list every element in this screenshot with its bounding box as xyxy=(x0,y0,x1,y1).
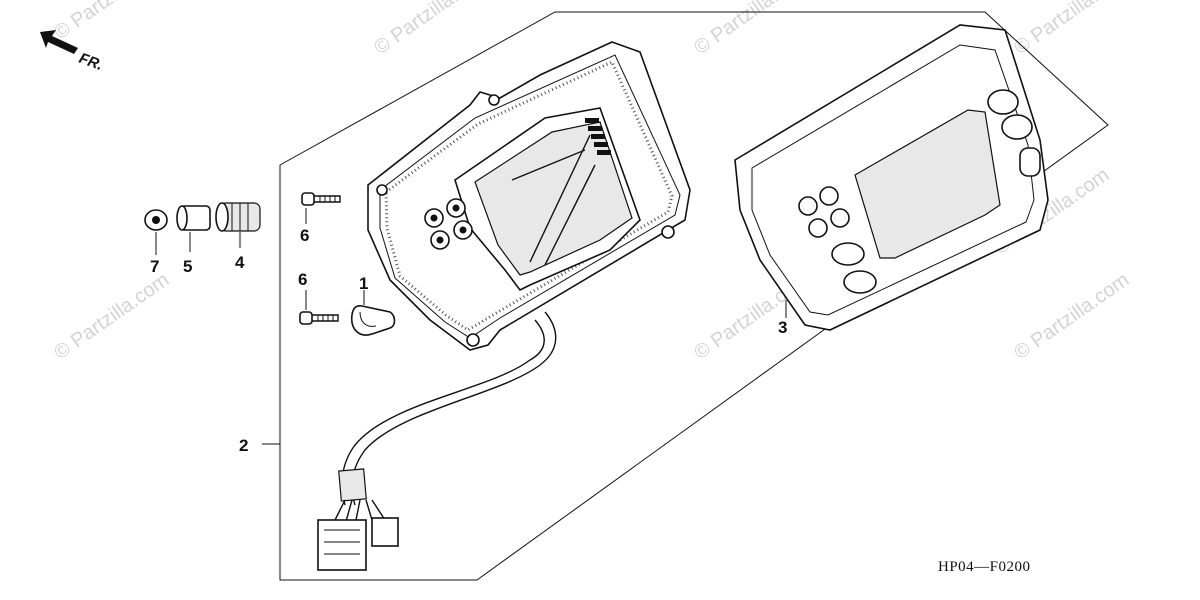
main-connector xyxy=(317,519,367,571)
bar-indicator xyxy=(585,118,611,155)
wire-clamp xyxy=(350,305,396,336)
watermark: © Partzilla.com xyxy=(370,0,493,59)
grommet xyxy=(215,202,261,232)
callout-2: 2 xyxy=(239,436,248,455)
watermark: © Partzilla.com xyxy=(1010,269,1133,364)
callout-7: 7 xyxy=(150,257,159,276)
callout-4: 4 xyxy=(235,253,245,272)
bolt-upper xyxy=(301,192,341,206)
callout-1: 1 xyxy=(359,274,368,293)
drawing-code: HP04—F0200 xyxy=(938,559,1031,575)
watermark: © Partzilla.com xyxy=(50,269,173,364)
assembly-boundary xyxy=(279,11,1109,581)
callout-3: 3 xyxy=(778,318,787,337)
callout-6-lower: 6 xyxy=(298,270,307,289)
watermark: © Partzilla.com xyxy=(1010,0,1133,59)
callout-5: 5 xyxy=(183,257,192,276)
nut xyxy=(144,209,168,231)
bolt-lower xyxy=(299,311,339,325)
leader-lines xyxy=(155,208,787,445)
collar xyxy=(176,205,211,231)
watermark: © Partzilla.com xyxy=(690,0,813,59)
meter-cover xyxy=(734,24,1049,331)
front-label: FR. xyxy=(77,50,106,74)
sub-connector xyxy=(371,517,399,547)
callout-6-upper: 6 xyxy=(300,226,309,245)
meter-case xyxy=(367,41,691,351)
wire-harness xyxy=(317,311,557,571)
watermark: © Partzilla.com xyxy=(50,0,173,44)
